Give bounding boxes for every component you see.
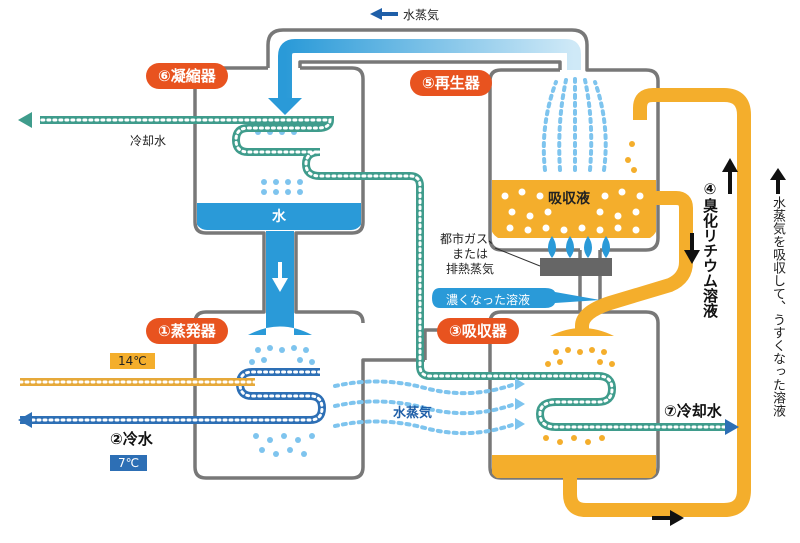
side-note-label: 水蒸気を吸収して、うすくなった溶液 — [770, 196, 785, 417]
absorber-coil — [543, 347, 615, 445]
regenerator-label: ⑤再生器 — [410, 70, 492, 96]
temp-out-label: 7℃ — [110, 455, 148, 471]
solution-path — [492, 88, 751, 517]
arrow-left-icon — [370, 8, 398, 20]
cooling-water-right-label: ⑦冷却水 — [664, 402, 722, 420]
temp-in-label: 14℃ — [110, 353, 155, 369]
concentrated-drip — [625, 141, 637, 173]
fuel-label: 都市ガス、 または 排熱蒸気 — [440, 232, 501, 276]
arrow-left-icon — [18, 112, 32, 128]
arrow-right-icon — [652, 510, 684, 526]
lithium-bromide-label: ④臭化リチウム溶液 — [701, 180, 719, 318]
arrow-down-icon — [272, 262, 288, 292]
concentrated-callout — [432, 288, 600, 308]
cooling-water-pipe — [38, 116, 727, 431]
chilled-water-pipe — [18, 368, 327, 424]
arrow-up-icon — [770, 168, 786, 194]
steam-flow — [333, 379, 517, 436]
concentrated-label: 濃くなった溶液 — [446, 293, 531, 307]
arrow-left-icon — [18, 412, 32, 428]
chilled-water-label: ②冷水 — [110, 430, 153, 448]
arrow-up-icon — [722, 158, 738, 194]
burner — [540, 236, 612, 276]
condenser-drips — [255, 129, 303, 195]
water-label: 水 — [272, 209, 286, 225]
burner-flame-icon — [548, 236, 610, 258]
vessel-outline — [193, 28, 660, 480]
absorbent-label: 吸収液 — [548, 191, 590, 207]
steam-top-label: 水蒸気 — [403, 8, 440, 22]
evaporator-label: ①蒸発器 — [146, 318, 228, 344]
water-steam-path — [197, 39, 581, 335]
condenser-label: ⑥凝縮器 — [146, 63, 228, 89]
steam-mid-label: 水蒸気 — [393, 406, 433, 421]
absorber-label: ③吸収器 — [437, 318, 519, 344]
evaporator-spray — [249, 345, 315, 457]
regenerator-steam — [541, 76, 608, 172]
arrow-down-icon — [684, 233, 700, 264]
arrow-left-icon — [725, 419, 739, 435]
cooling-water-left-label: 冷却水 — [130, 134, 167, 148]
